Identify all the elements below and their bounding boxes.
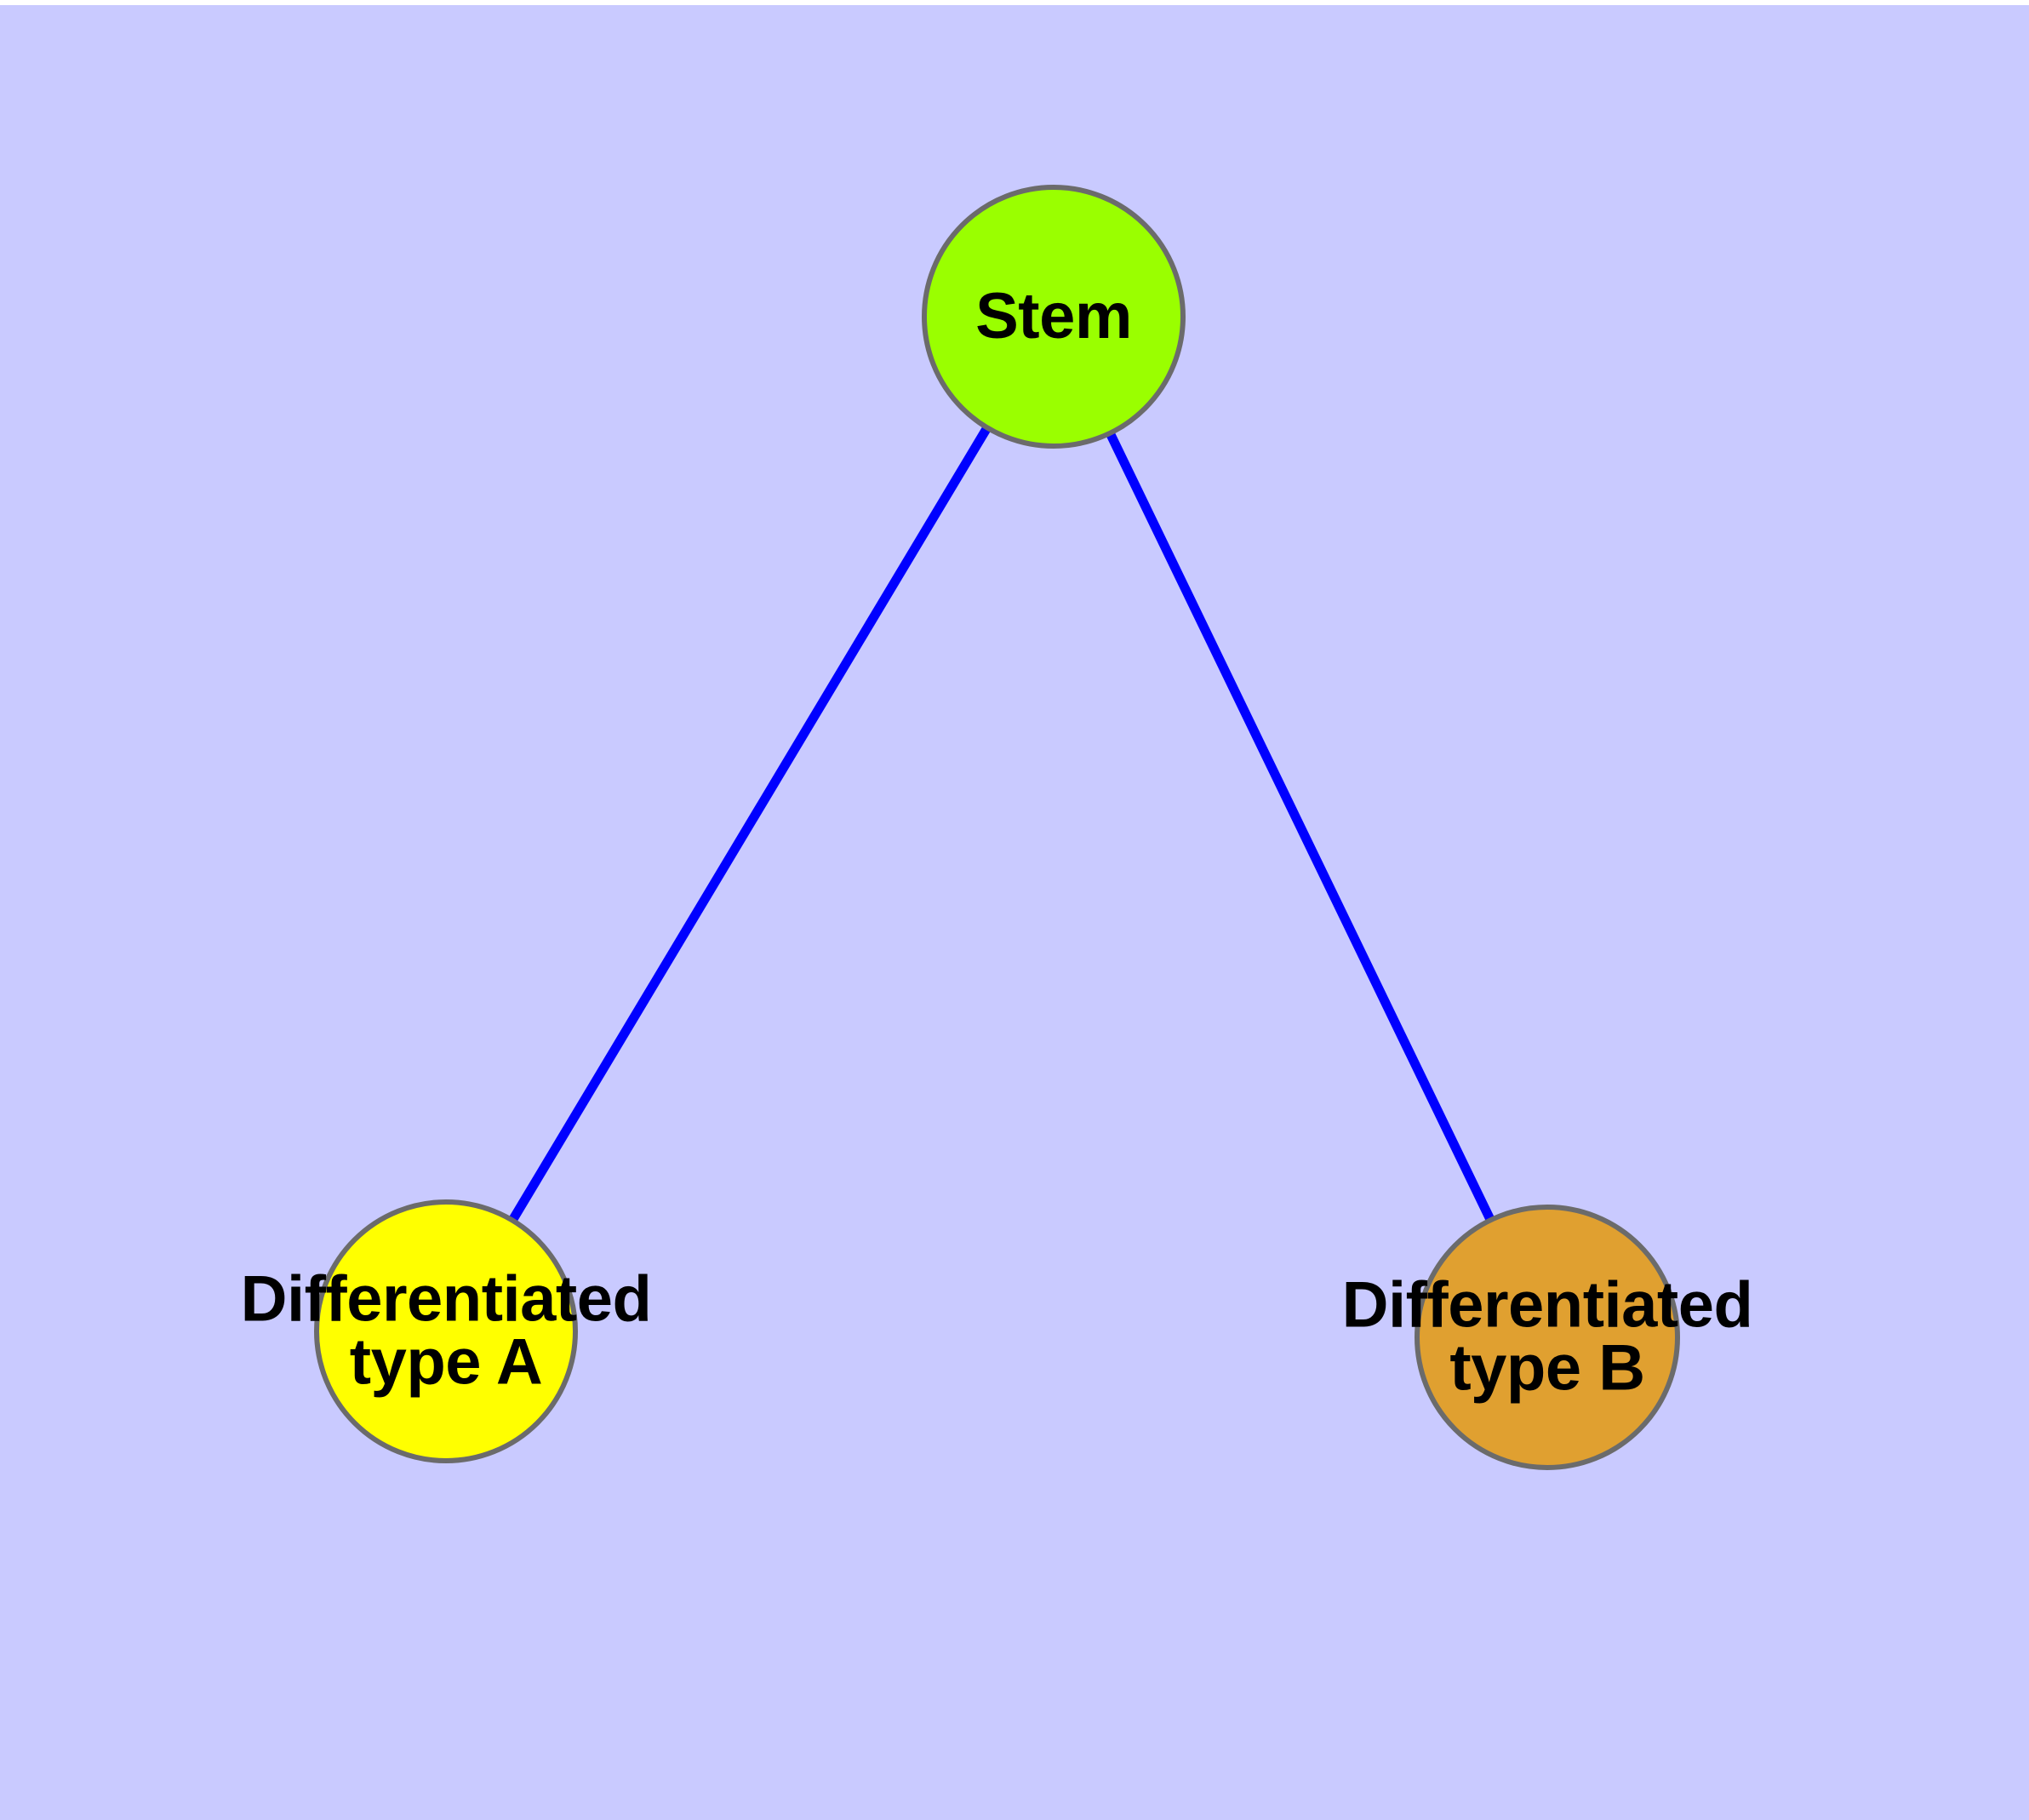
node-diff-b[interactable] (1415, 1205, 1680, 1470)
node-stem[interactable] (922, 185, 1186, 449)
node-layer (314, 185, 1680, 1470)
node-diff-a[interactable] (314, 1199, 578, 1463)
edge-stem-to-diff-b[interactable] (1105, 429, 1496, 1224)
edge-layer (507, 423, 1496, 1225)
edge-stem-to-diff-a[interactable] (507, 423, 992, 1225)
